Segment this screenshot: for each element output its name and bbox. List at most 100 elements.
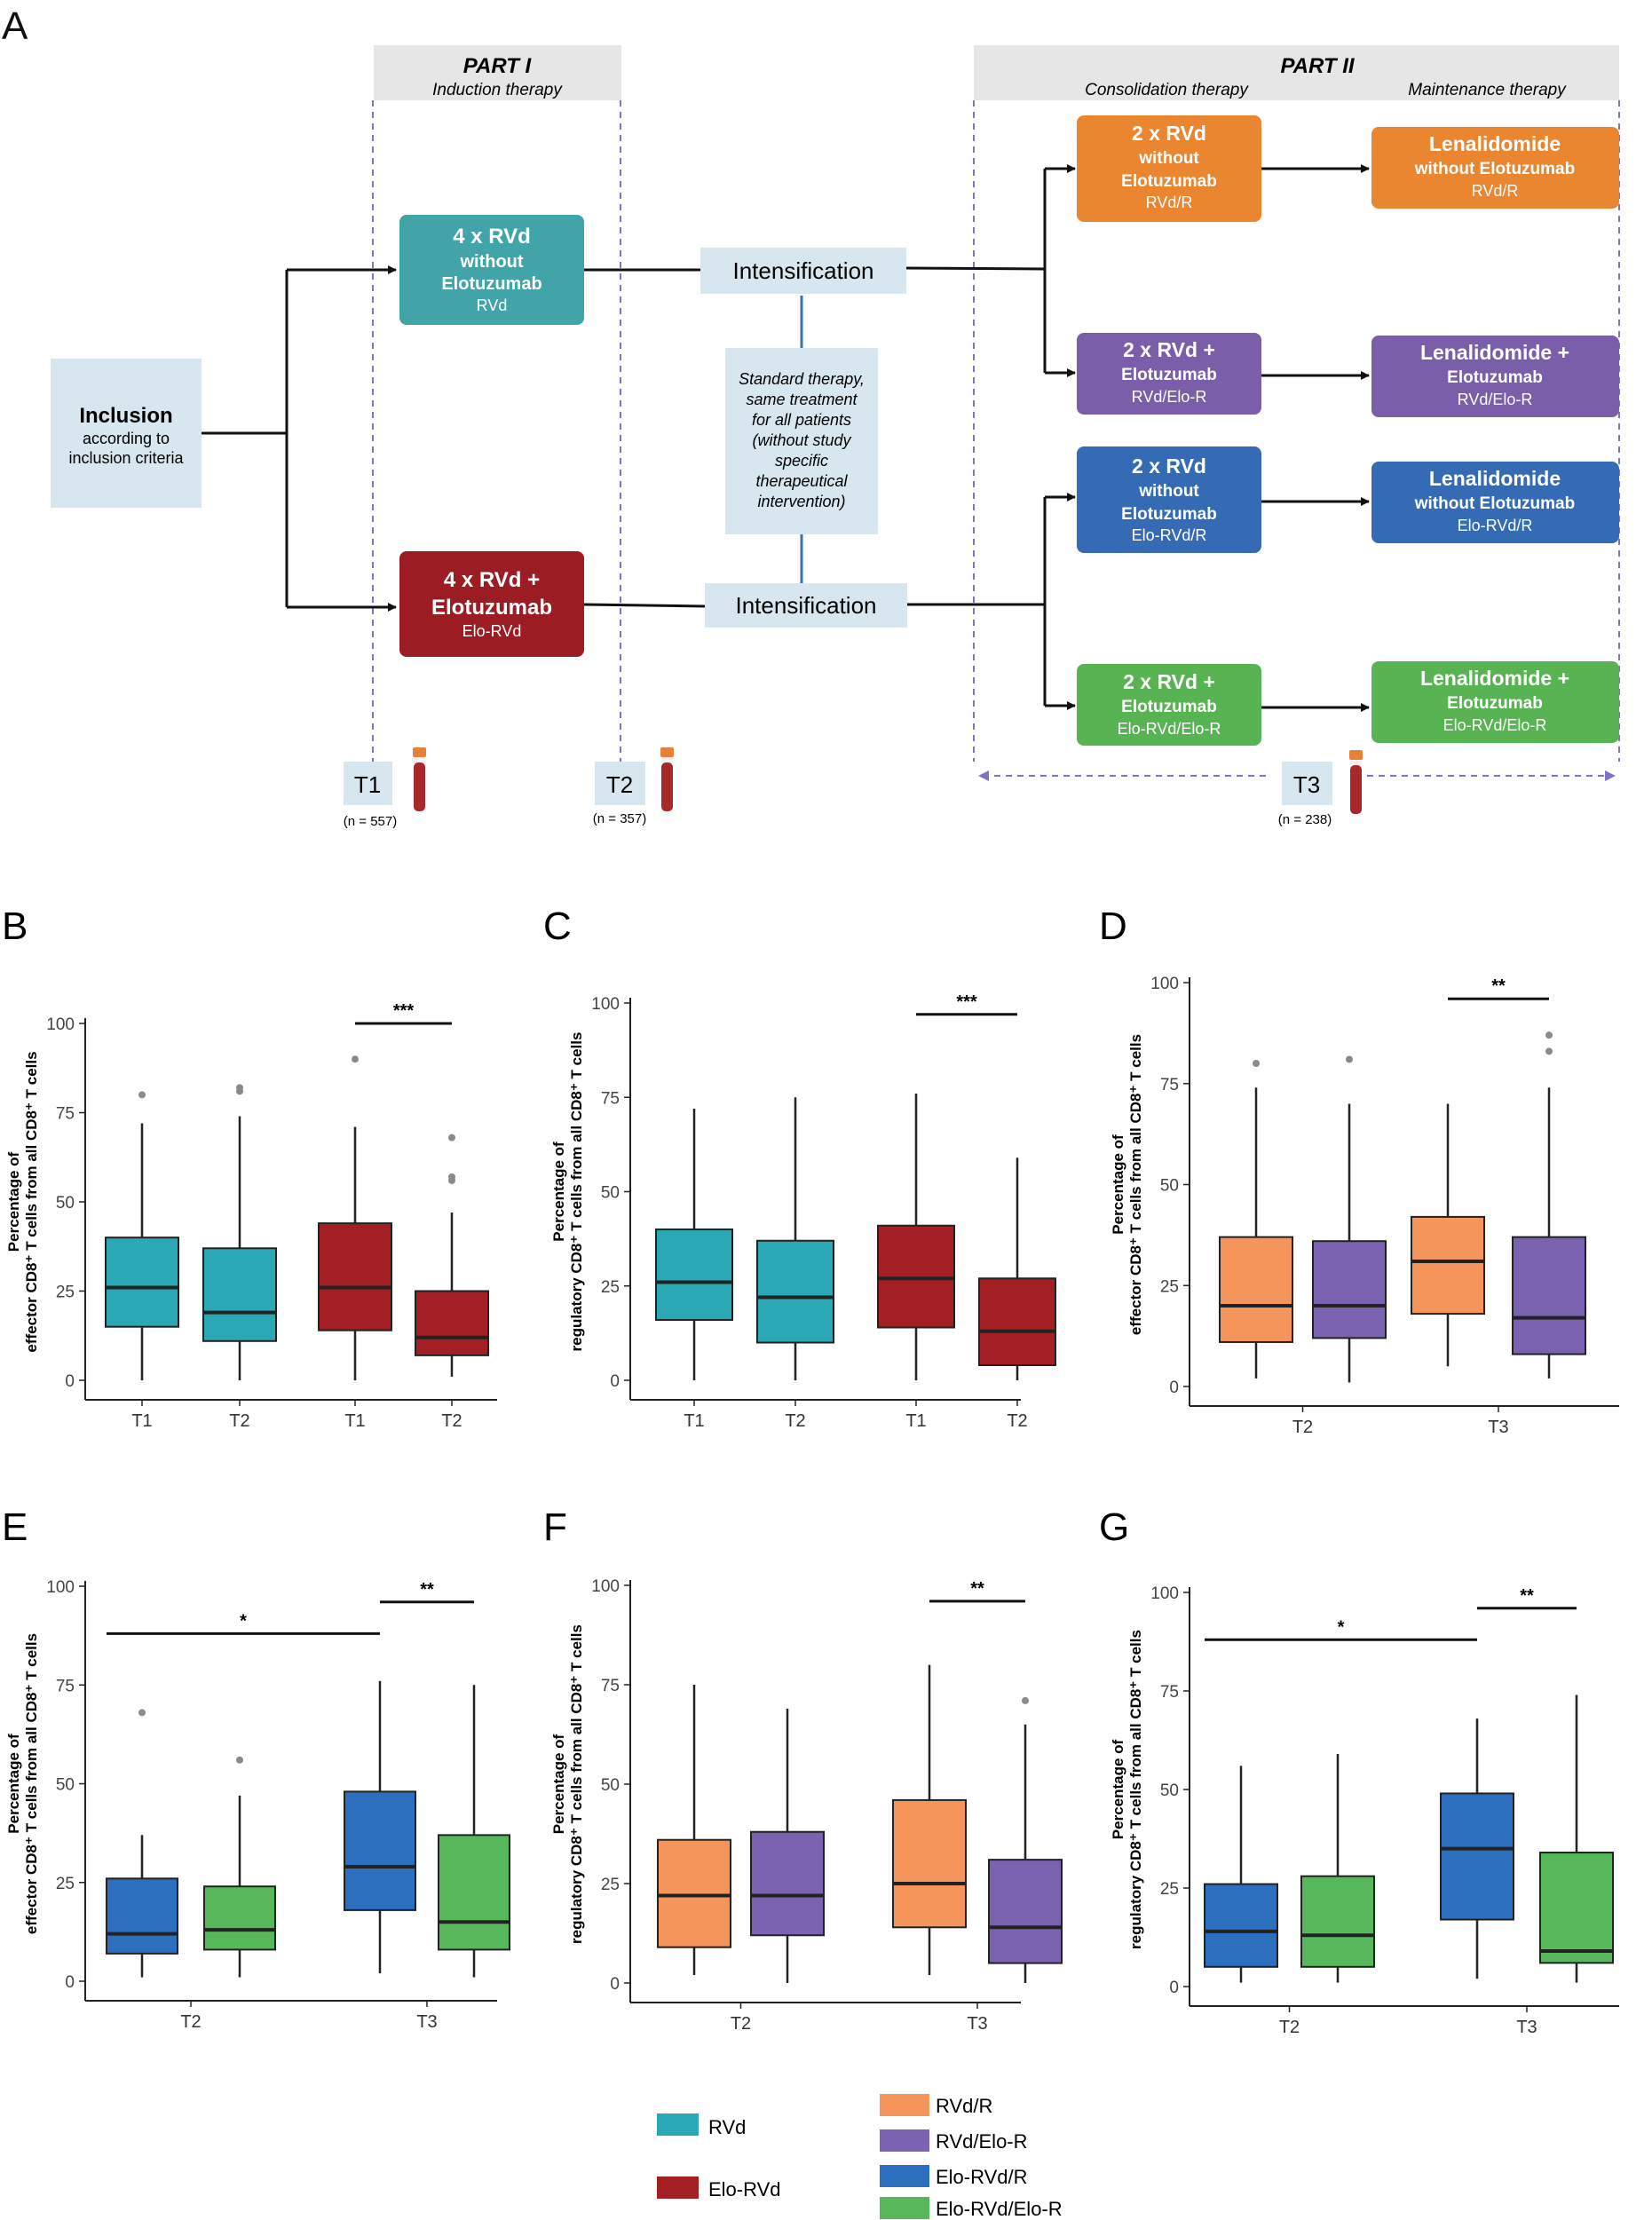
inclusion-box — [51, 359, 202, 508]
box-elo-rvd — [415, 1134, 489, 1377]
y-axis-label: effector CD8⁺ T cells from all CD8⁺ T ce… — [23, 1633, 40, 1934]
y-tick-label: 0 — [65, 1372, 75, 1391]
box-elo-rvd-elo-r — [1539, 1695, 1614, 1983]
main-rvdr-line2: without Elotuzumab — [1414, 160, 1575, 178]
box-elo-rvd-r — [1440, 1718, 1514, 1979]
outlier-point — [448, 1134, 455, 1142]
main-elorvdr-line2: without Elotuzumab — [1414, 494, 1575, 513]
y-tick-label: 25 — [56, 1875, 75, 1893]
box-rvd-r — [1411, 1103, 1485, 1367]
main-elorvdr-line1: Lenalidomide — [1429, 467, 1561, 490]
x-tick-label: T3 — [967, 2014, 987, 2034]
legend-swatch-elo-rvd-elo-r — [880, 2197, 929, 2219]
y-axis-label: Percentage of — [5, 1151, 22, 1252]
consolidation-rvdr-box — [1077, 115, 1261, 222]
induction-rvd-line2: without — [459, 252, 523, 272]
panel-letter: D — [1099, 905, 1127, 948]
y-tick-label: 50 — [1160, 1782, 1179, 1800]
y-tick-label: 50 — [601, 1776, 620, 1795]
x-tick-label: T2 — [1007, 1411, 1027, 1431]
cons-rvdr-line1: 2 x RVd — [1132, 122, 1206, 145]
y-tick-label: 100 — [591, 1577, 620, 1596]
y-tick-label: 100 — [46, 1578, 75, 1597]
panel-letter: B — [2, 905, 28, 948]
panel-letter: G — [1099, 1505, 1129, 1549]
box-iqr — [988, 1859, 1063, 1964]
y-tick-label: 100 — [1150, 975, 1179, 993]
legend-label-elo-rvd-elo-r: Elo-RVd/Elo-R — [936, 2198, 1063, 2220]
x-tick-label: T3 — [416, 2012, 437, 2032]
y-axis-label: effector CD8⁺ T cells from all CD8⁺ T ce… — [1127, 1034, 1144, 1335]
x-tick-label: T3 — [1516, 2018, 1537, 2037]
box-iqr — [203, 1885, 276, 1951]
main-rvdelor-line3: RVd/Elo-R — [1458, 391, 1533, 408]
box-iqr — [415, 1290, 489, 1356]
outlier-point — [1346, 1055, 1353, 1063]
box-iqr — [106, 1877, 178, 1955]
main-rvdr-line3: RVd/R — [1472, 182, 1519, 200]
box-iqr — [1440, 1792, 1514, 1921]
y-axis-label: regulatory CD8⁺ T cells from all CD8⁺ T … — [568, 1624, 585, 1944]
y-tick-label: 0 — [1169, 1979, 1179, 1997]
box-iqr — [1204, 1883, 1278, 1968]
cons-rvdr-line4: RVd/R — [1146, 194, 1193, 211]
standard-line: for all patients — [752, 411, 851, 429]
x-tick-label: T1 — [684, 1411, 704, 1431]
y-tick-label: 25 — [601, 1278, 620, 1297]
y-tick-label: 25 — [601, 1876, 620, 1894]
panel-a-flow-diagram: A PART I Induction therapy PART II Conso… — [2, 4, 1620, 829]
induction-rvd-line3: Elotuzumab — [441, 274, 541, 294]
box-rvd — [105, 1091, 179, 1380]
induction-rvd-line1: 4 x RVd — [453, 225, 531, 249]
panel-letter: C — [543, 905, 572, 948]
main-elorvdr-line3: Elo-RVd/R — [1458, 517, 1533, 534]
box-rvd-elo-r — [750, 1708, 825, 1983]
induction-elo-line3: Elo-RVd — [462, 622, 522, 640]
box-iqr — [655, 1229, 733, 1321]
box-elo-rvd-r — [1204, 1766, 1278, 1983]
outlier-point — [1545, 1031, 1553, 1039]
legend-swatch-rvd-elo-r — [880, 2129, 929, 2152]
inclusion-title: Inclusion — [79, 404, 172, 428]
box-iqr — [1300, 1875, 1375, 1968]
main-rvdr-line1: Lenalidomide — [1429, 132, 1561, 155]
part2-subtitle-consolidation: Consolidation therapy — [1085, 81, 1249, 99]
legend-label-elo-rvd: Elo-RVd — [708, 2178, 781, 2200]
y-tick-label: 0 — [610, 1372, 620, 1391]
box-iqr — [1219, 1236, 1293, 1343]
y-axis-label: Percentage of — [5, 1734, 22, 1834]
y-tick-label: 50 — [601, 1184, 620, 1203]
box-iqr — [1539, 1852, 1614, 1964]
x-tick-label: T2 — [731, 2014, 751, 2034]
y-tick-label: 50 — [1160, 1177, 1179, 1196]
standard-line: (without study — [752, 431, 851, 449]
box-elo-rvd-elo-r — [1300, 1754, 1375, 1983]
x-tick-label: T1 — [905, 1411, 926, 1431]
box-elo-rvd — [978, 1157, 1056, 1380]
significance-label: * — [240, 1611, 247, 1631]
x-tick-label: T2 — [1279, 2018, 1300, 2037]
y-tick-label: 75 — [601, 1089, 620, 1108]
inclusion-line2: according to — [83, 430, 170, 447]
box-iqr — [1411, 1215, 1485, 1315]
outlier-point — [138, 1091, 146, 1099]
blood-tube-icon — [1349, 750, 1363, 814]
box-elo-rvd-elo-r — [438, 1685, 510, 1978]
flow-connectors — [202, 164, 1370, 712]
y-tick-label: 25 — [56, 1284, 75, 1302]
timepoint-t1-label: T1 — [354, 771, 381, 798]
cons-rvdr-line3: Elotuzumab — [1121, 172, 1217, 191]
cons-elorvdelor-line3: Elo-RVd/Elo-R — [1118, 720, 1221, 738]
y-tick-label: 50 — [56, 1194, 75, 1213]
inclusion-line3: inclusion criteria — [68, 449, 184, 467]
box-rvd-elo-r — [1312, 1055, 1387, 1383]
standard-therapy-text: Standard therapy, same treatment for all… — [739, 370, 865, 510]
intensification-box-bottom — [705, 583, 907, 628]
legend-swatch-rvd — [657, 2113, 699, 2136]
panel-letter: E — [2, 1505, 28, 1549]
